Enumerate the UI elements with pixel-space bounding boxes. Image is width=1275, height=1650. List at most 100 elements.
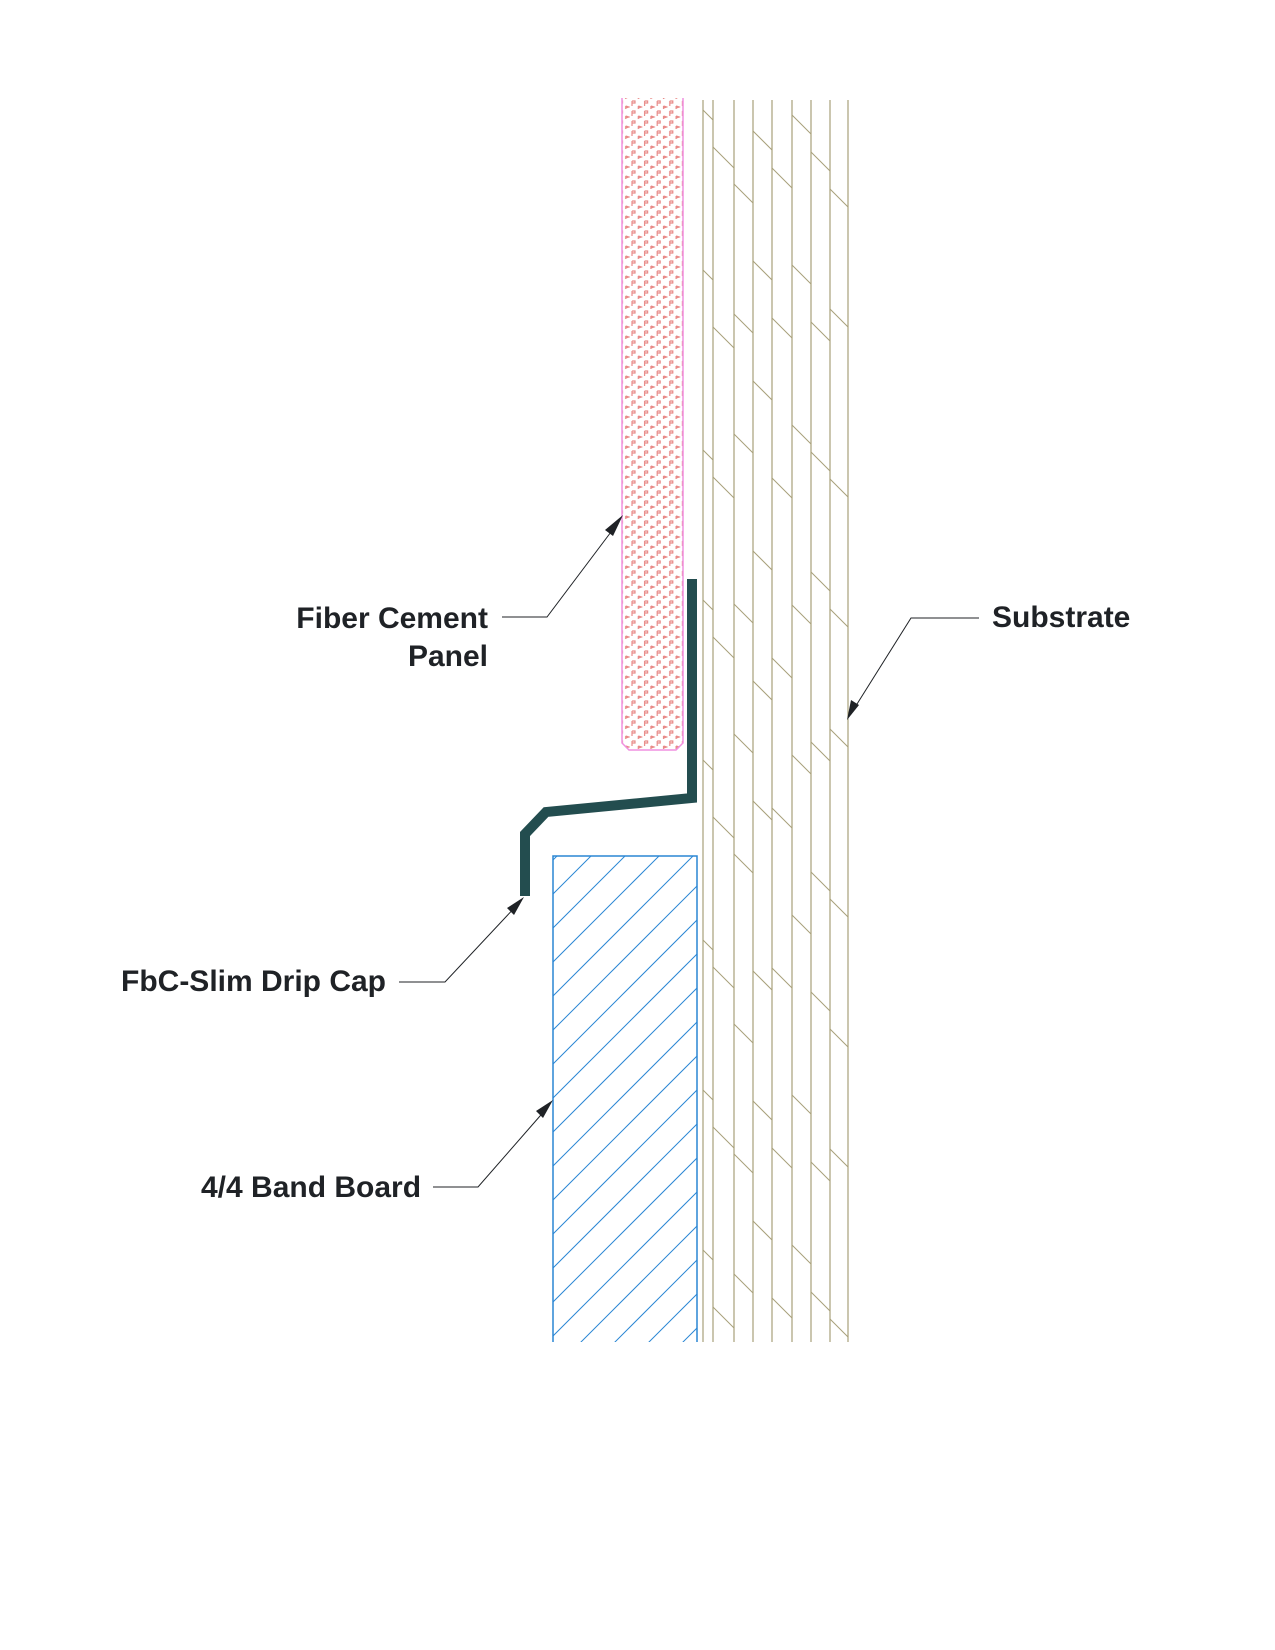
- substrate-grain-tick: [829, 308, 849, 328]
- fiber-cement-panel: [621, 98, 684, 751]
- substrate-grain-tick: [733, 1023, 754, 1044]
- substrate-grain-tick: [791, 264, 812, 285]
- substrate-grain-tick: [829, 898, 849, 918]
- band-board-hatch-line: [553, 1362, 697, 1506]
- substrate-grain-tick: [810, 741, 831, 762]
- substrate-grain-tick: [733, 733, 754, 754]
- substrate-grain-tick: [791, 604, 812, 625]
- substrate-grain-tick: [791, 424, 812, 445]
- substrate-grain-tick: [752, 260, 773, 281]
- band-board-hatch-line: [614, 1259, 697, 1342]
- substrate-grain-tick: [702, 599, 714, 611]
- substrate-grain-tick: [712, 326, 735, 349]
- band-board-hatch-line: [553, 1123, 697, 1269]
- band-board-hatch-line: [553, 856, 592, 895]
- substrate-grain-tick: [771, 807, 793, 829]
- band-board-hatch-line: [553, 1055, 697, 1201]
- substrate-grain-tick: [733, 1153, 754, 1174]
- band-board-hatch-line: [648, 1293, 697, 1342]
- band-board: [552, 855, 698, 1506]
- substrate-grain-tick: [712, 1126, 735, 1149]
- substrate-grain-tick: [771, 167, 793, 189]
- substrate-grain-tick: [733, 313, 754, 334]
- leader-drip-cap: [399, 897, 524, 983]
- substrate-grain-tick: [810, 1291, 831, 1312]
- band-board-hatch-line: [553, 1157, 697, 1303]
- label-band-board: 4/4 Band Board: [201, 1171, 421, 1204]
- substrate-grain-tick: [702, 1089, 714, 1101]
- substrate-grain-tick: [771, 1297, 793, 1319]
- substrate-grain-tick: [733, 1273, 754, 1294]
- substrate-grain-tick: [810, 451, 831, 472]
- substrate-grain-tick: [752, 550, 773, 571]
- band-board-hatch-line: [553, 919, 697, 1065]
- label-drip-cap: FbC-Slim Drip Cap: [121, 965, 386, 998]
- substrate-grain-tick: [771, 477, 793, 499]
- drip-cap-flashing: [520, 579, 697, 896]
- band-board-hatch-line: [553, 953, 697, 1099]
- substrate-grain-tick: [733, 603, 754, 624]
- substrate-grain-tick: [752, 380, 773, 401]
- substrate-grain-tick: [829, 608, 849, 628]
- substrate-grain-tick: [712, 476, 735, 499]
- substrate-grain-tick: [712, 1306, 735, 1329]
- substrate-grain-tick: [771, 317, 793, 339]
- band-board-hatch-line: [553, 1089, 697, 1235]
- substrate-grain-tick: [771, 967, 793, 989]
- substrate-grain-tick: [810, 871, 831, 892]
- substrate-grain-tick: [702, 269, 714, 281]
- substrate-grain-tick: [771, 1147, 793, 1169]
- substrate-grain-tick: [733, 853, 754, 874]
- substrate-grain-tick: [702, 939, 714, 951]
- substrate-grain-tick: [752, 800, 773, 821]
- substrate-grain-tick: [712, 816, 735, 839]
- substrate-grain-tick: [791, 754, 812, 775]
- leader-fiber-cement: [502, 515, 623, 618]
- substrate-grain-tick: [791, 1094, 812, 1115]
- substrate-grain-tick: [829, 1028, 849, 1048]
- band-board-hatch-line: [553, 1191, 697, 1337]
- substrate-grain-tick: [810, 151, 831, 172]
- substrate-grain-tick: [791, 114, 812, 135]
- substrate-grain-tick: [752, 970, 773, 991]
- band-board-hatch-line: [553, 1021, 697, 1167]
- substrate-grain-tick: [733, 183, 754, 204]
- substrate-grain-tick: [712, 966, 735, 989]
- substrate-grain-tick: [791, 914, 812, 935]
- substrate-grain-tick: [810, 571, 831, 592]
- band-board-hatch-line: [553, 856, 694, 997]
- substrate-grain-tick: [702, 1249, 714, 1261]
- substrate-grain-tick: [791, 1244, 812, 1265]
- substrate-layers: [702, 100, 849, 1342]
- substrate-grain-tick: [829, 478, 849, 498]
- leader-band-board: [433, 1100, 553, 1188]
- label-substrate: Substrate: [992, 601, 1130, 634]
- band-board-hatch-line: [553, 856, 660, 963]
- substrate-grain-tick: [810, 991, 831, 1012]
- substrate-grain-tick: [702, 449, 714, 461]
- substrate-grain-tick: [712, 146, 735, 169]
- band-board-hatch-line: [553, 856, 626, 929]
- band-board-hatch-line: [553, 885, 697, 1031]
- substrate-grain-tick: [752, 680, 773, 701]
- band-board-hatch-line: [682, 1327, 697, 1342]
- substrate-grain-tick: [810, 321, 831, 342]
- substrate-grain-tick: [733, 433, 754, 454]
- band-board-hatch-line: [553, 987, 697, 1133]
- substrate-grain-tick: [702, 759, 714, 771]
- substrate-grain-tick: [771, 657, 793, 679]
- substrate-grain-tick: [829, 1148, 849, 1168]
- label-fiber-cement-panel-line1: Fiber Cement: [296, 602, 488, 635]
- band-board-hatch-line: [580, 1225, 697, 1342]
- substrate-grain-tick: [829, 1318, 849, 1338]
- substrate-grain-tick: [752, 1100, 773, 1121]
- substrate-grain-tick: [752, 130, 773, 151]
- substrate-grain-tick: [810, 1161, 831, 1182]
- substrate-grain-tick: [712, 636, 735, 659]
- leader-substrate: [847, 617, 979, 720]
- substrate-grain-tick: [702, 109, 714, 121]
- label-fiber-cement-panel-line2: Panel: [408, 640, 488, 673]
- substrate-grain-tick: [829, 188, 849, 208]
- substrate-grain-tick: [752, 1220, 773, 1241]
